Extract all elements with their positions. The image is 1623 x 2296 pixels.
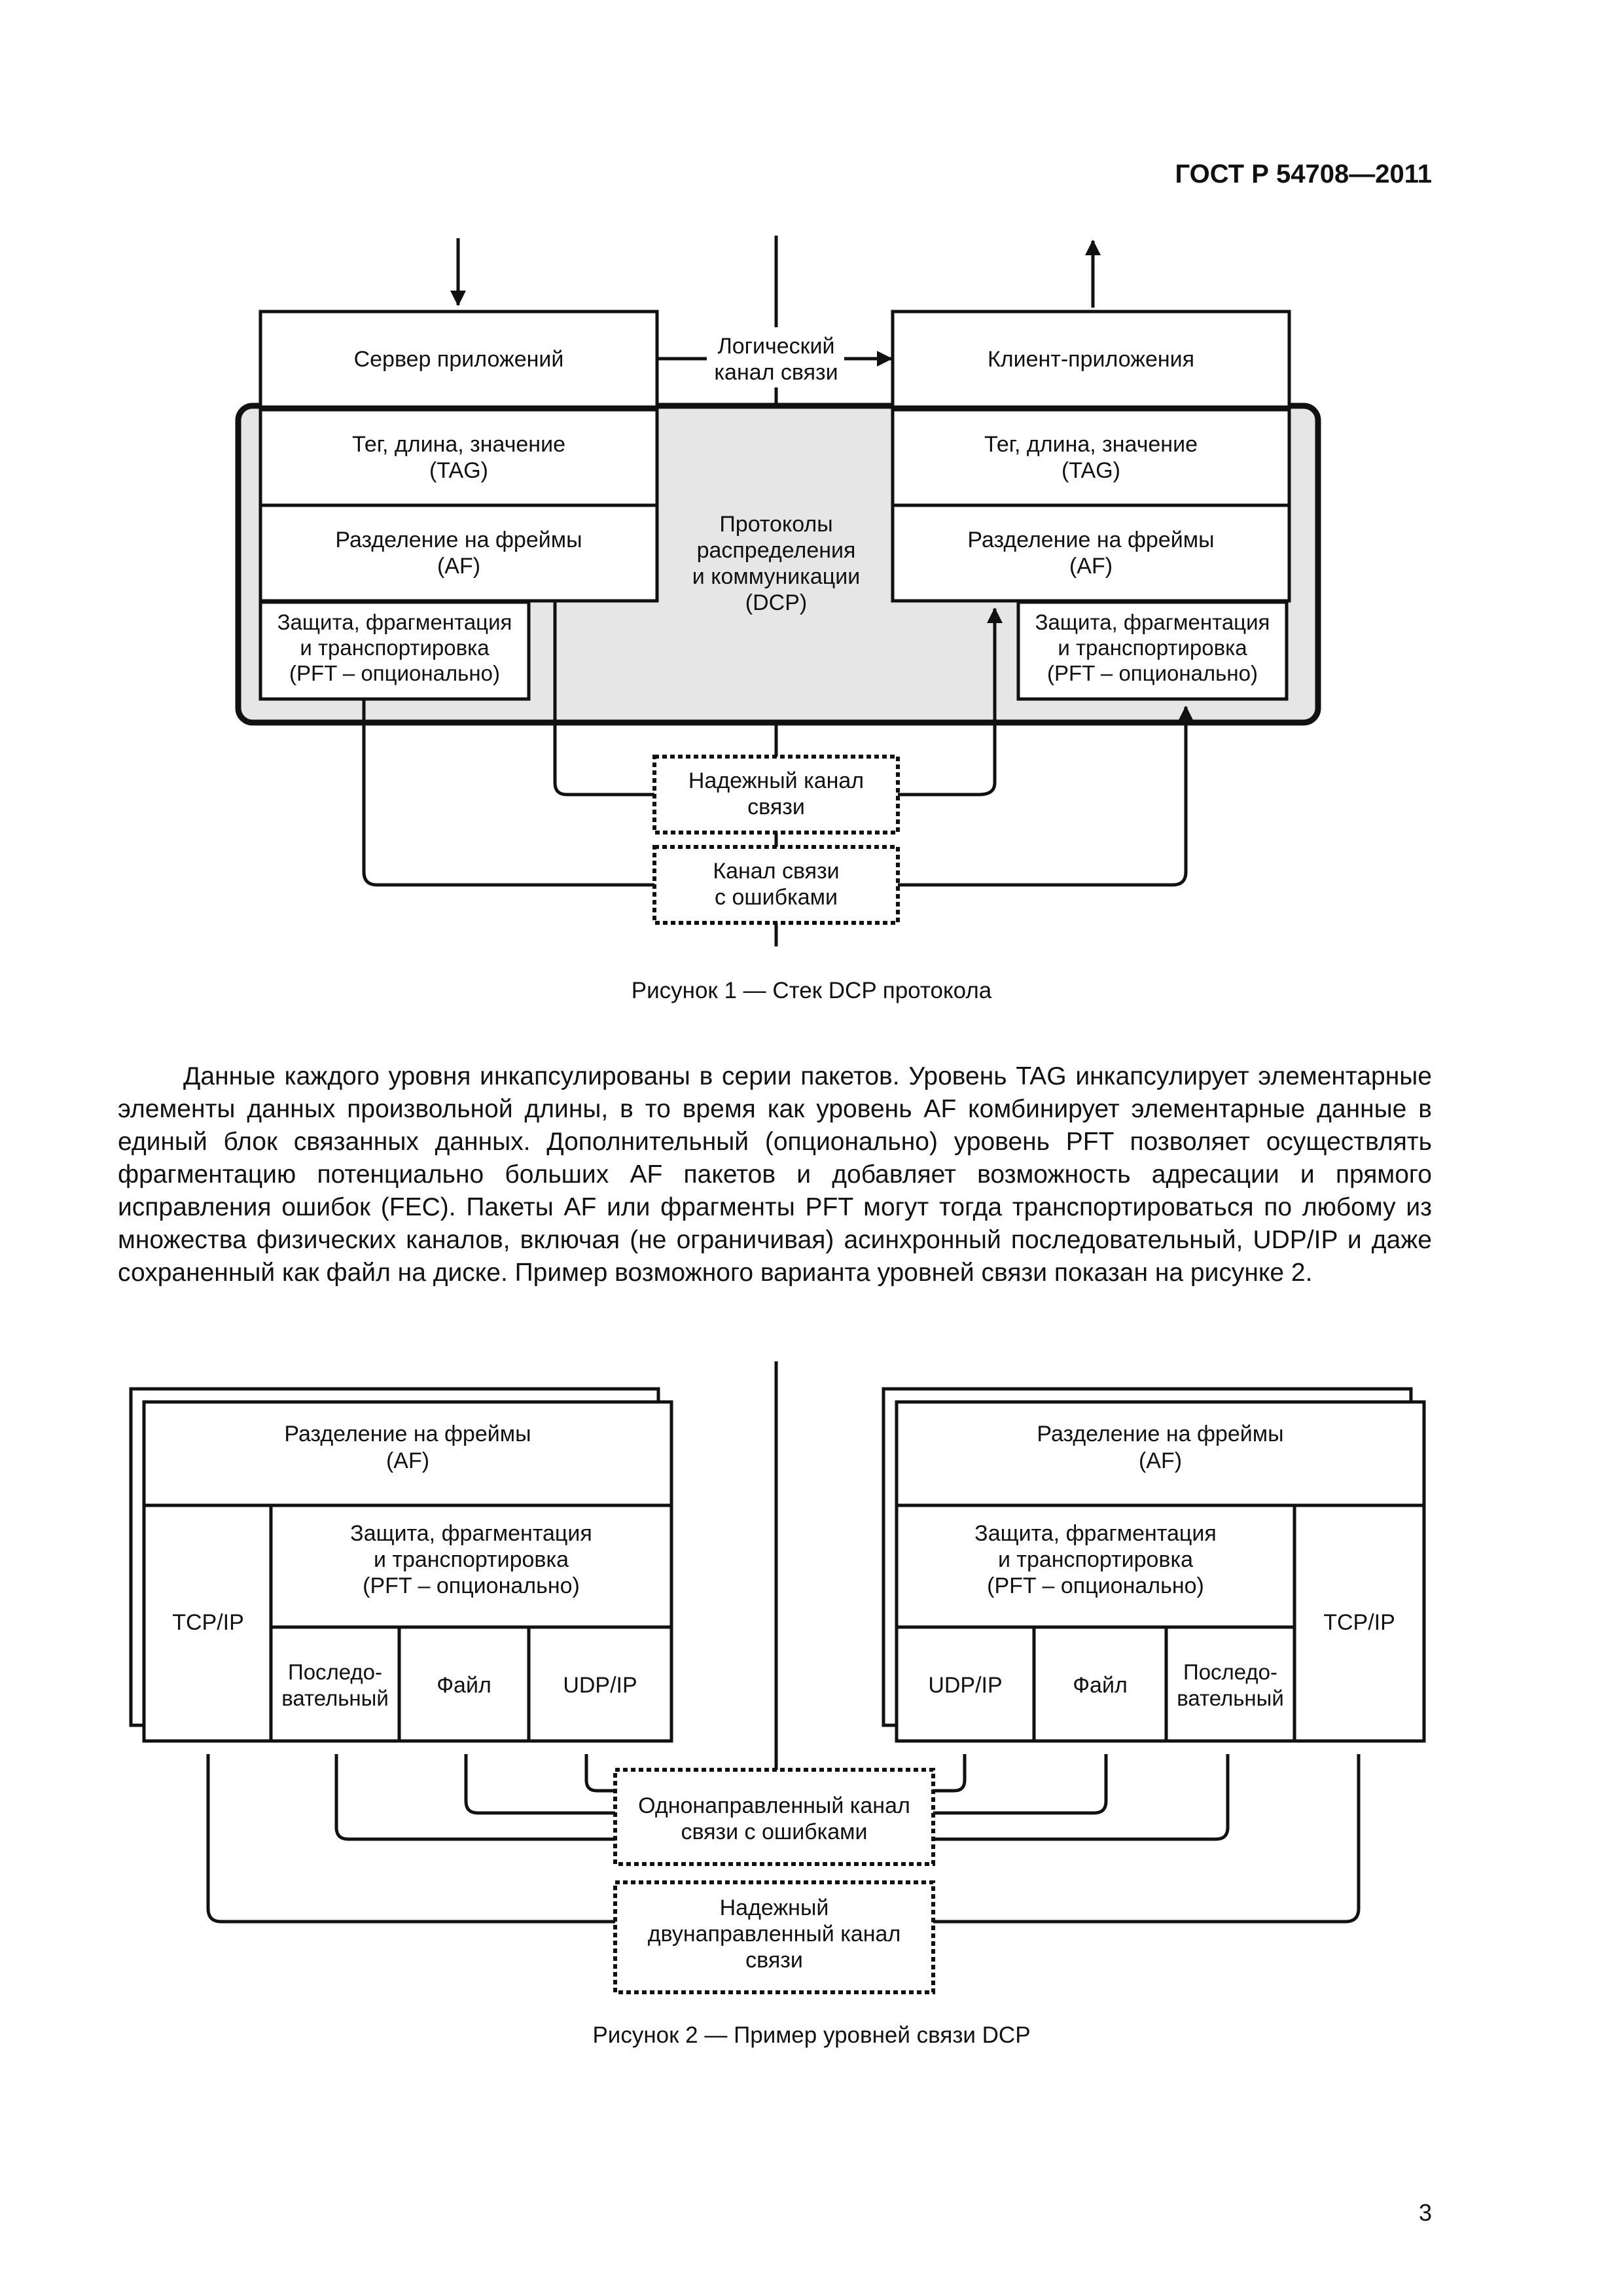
figure-1-caption: Рисунок 1 — Стек DCP протокола: [631, 978, 992, 1003]
unidirectional-channel-box: [613, 1768, 935, 1866]
server-pft-label-1: Защита, фрагментация: [277, 610, 512, 634]
error-channel-label-1: Канал связи: [713, 859, 839, 884]
client-app-box: [891, 310, 1291, 409]
body-paragraph: Данные каждого уровня инкапсулированы в …: [118, 1062, 1432, 1287]
conn-right-serial: [897, 1754, 1230, 1841]
right-af-label-1: Разделение на фреймы: [1037, 1422, 1283, 1446]
conn-left-serial: [334, 1754, 654, 1841]
left-pft-label-1: Защита, фрагментация: [350, 1521, 592, 1546]
dcp-label-3: и коммуникации: [692, 564, 861, 589]
logical-channel-label-1: Логический: [717, 334, 834, 359]
conn-right-file: [897, 1754, 1108, 1815]
error-channel-box: [652, 845, 900, 925]
right-pft-label-1: Защита, фрагментация: [974, 1521, 1217, 1546]
dcp-label-4: (DCP): [745, 590, 807, 615]
server-af-box: [259, 503, 659, 603]
server-tag-label-1: Тег, длина, значение: [352, 432, 565, 457]
server-af-label-1: Разделение на фреймы: [335, 528, 582, 552]
bidirectional-channel-label-3: связи: [745, 1948, 803, 1973]
figure-2-caption: Рисунок 2 — Пример уровней связи DCP: [592, 2022, 1031, 2048]
conn-left-file: [464, 1754, 654, 1815]
client-tag-label-2: (TAG): [1061, 458, 1120, 483]
left-af-label-2: (AF): [386, 1448, 429, 1473]
conn-right-tcp: [897, 1754, 1361, 1924]
server-tag-label-2: (TAG): [429, 458, 488, 483]
conn-left-udp: [584, 1754, 654, 1793]
logical-channel-label-2: канал связи: [714, 360, 838, 385]
left-file-label: Файл: [437, 1673, 491, 1698]
right-file-label: Файл: [1073, 1673, 1128, 1698]
left-tcpip-label: TCP/IP: [172, 1610, 244, 1635]
dcp-label-1: Протоколы: [719, 512, 832, 537]
unidirectional-channel-label-1: Однонаправленный канал: [638, 1793, 910, 1818]
client-app-label: Клиент-приложения: [988, 347, 1194, 372]
dcp-label-2: распределения: [697, 538, 856, 563]
right-tcpip-label: TCP/IP: [1323, 1610, 1395, 1635]
server-app-box: [259, 310, 659, 409]
bidirectional-channel-label-2: двунаправленный канал: [648, 1922, 901, 1946]
error-channel-label-2: с ошибками: [715, 885, 838, 910]
bidirectional-channel-box: [613, 1880, 935, 1994]
conn-left-tcp: [206, 1754, 654, 1924]
client-af-label-2: (AF): [1069, 554, 1113, 579]
left-pft-label-3: (PFT – опционально): [363, 1573, 580, 1598]
client-pft-label-2: и транспортировка: [1058, 636, 1247, 660]
right-serial-label-2: вательный: [1177, 1686, 1284, 1710]
server-app-label: Сервер приложений: [354, 347, 564, 372]
figure-2-dcp-layers: Разделение на фреймы (AF) TCP/IP Защита,…: [129, 1361, 1426, 1994]
figure-1-dcp-stack: Сервер приложений Клиент-приложения Логи…: [235, 236, 1321, 946]
server-pft-label-2: и транспортировка: [300, 636, 490, 660]
document-code: ГОСТ Р 54708—2011: [1175, 160, 1433, 188]
reliable-channel-box: [652, 755, 900, 834]
left-serial-label-2: вательный: [281, 1686, 389, 1710]
right-stack: [895, 1400, 1426, 1743]
reliable-channel-label-2: связи: [747, 795, 805, 819]
client-pft-label-1: Защита, фрагментация: [1035, 610, 1270, 634]
conn-right-udp: [897, 1754, 967, 1793]
left-af-label-1: Разделение на фреймы: [284, 1422, 531, 1446]
right-serial-label-1: Последо-: [1183, 1660, 1277, 1684]
left-stack: [142, 1400, 673, 1743]
server-pft-label-3: (PFT – опционально): [289, 661, 500, 685]
left-udpip-label: UDP/IP: [563, 1673, 637, 1698]
client-af-box: [891, 503, 1291, 603]
right-udpip-label: UDP/IP: [928, 1673, 1002, 1698]
client-pft-box: [1016, 600, 1289, 701]
page-number: 3: [1418, 2199, 1432, 2226]
client-af-label-1: Разделение на фреймы: [967, 528, 1214, 552]
left-pft-label-2: и транспортировка: [374, 1547, 569, 1572]
right-af-label-2: (AF): [1139, 1448, 1182, 1473]
client-pft-label-3: (PFT – опционально): [1047, 661, 1258, 685]
unidirectional-channel-label-2: связи с ошибками: [681, 1820, 867, 1844]
reliable-channel-label-1: Надежный канал: [688, 768, 864, 793]
client-tag-label-1: Тег, длина, значение: [984, 432, 1198, 457]
server-pft-box: [259, 600, 531, 701]
right-pft-label-2: и транспортировка: [998, 1547, 1193, 1572]
bidirectional-channel-label-1: Надежный: [720, 1895, 829, 1920]
left-serial-label-1: Последо-: [288, 1660, 382, 1684]
server-af-label-2: (AF): [437, 554, 480, 579]
right-pft-label-3: (PFT – опционально): [987, 1573, 1204, 1598]
